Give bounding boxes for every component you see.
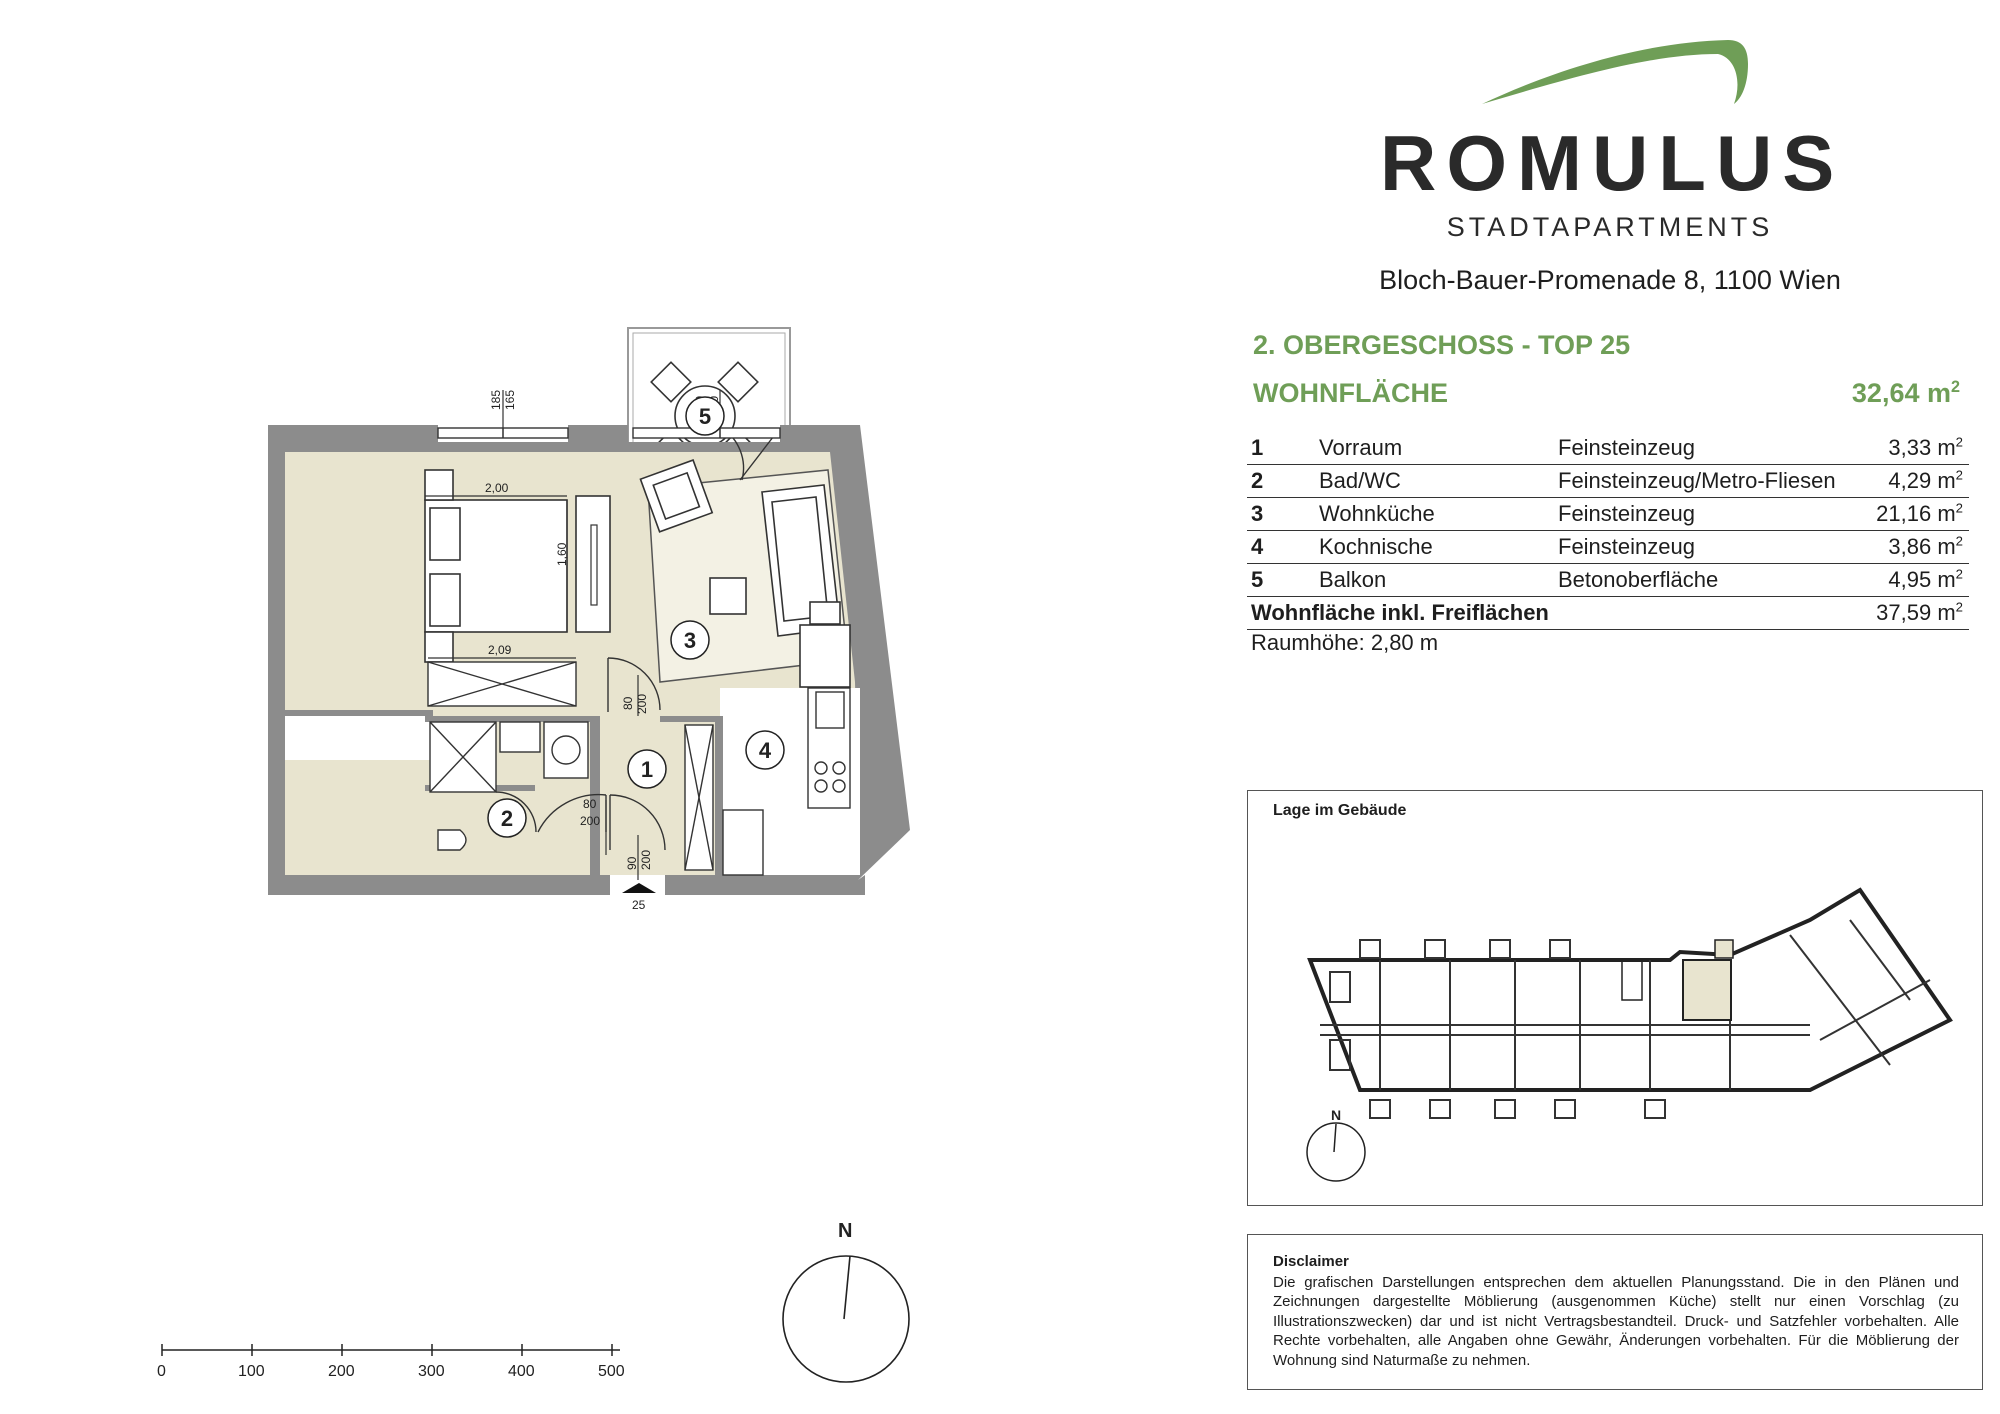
- room-name: Vorraum: [1319, 435, 1403, 460]
- room-area: 3,86 m2: [1888, 533, 1963, 559]
- room-marker-1: [627, 749, 667, 789]
- total-label: Wohnfläche inkl. Freiflächen: [1251, 600, 1549, 625]
- room-row: 3 Wohnküche Feinsteinzeug 21,16 m2: [1247, 498, 1969, 531]
- room-name: Kochnische: [1319, 534, 1433, 559]
- romulus-logo-leaf: [1482, 40, 1748, 104]
- room-flooring: Feinsteinzeug: [1558, 501, 1695, 526]
- scale-tick-0: 0: [157, 1363, 166, 1380]
- north-arrow-icon: N: [782, 1220, 910, 1383]
- bed: [424, 469, 568, 663]
- room-row: 2 Bad/WC Feinsteinzeug/Metro-Fliesen 4,2…: [1247, 465, 1969, 498]
- room-label-3: 3: [684, 628, 696, 653]
- rooms-table: 1 Vorraum Feinsteinzeug 3,33 m2 2 Bad/WC…: [1247, 432, 1969, 630]
- room-marker-2: [487, 798, 527, 838]
- room-height: Raumhöhe: 2,80 m: [1251, 630, 1439, 655]
- room-marker-5: [685, 396, 725, 436]
- room-area: 4,29 m2: [1888, 467, 1963, 493]
- room-marker-4: [745, 730, 785, 770]
- entrance-arrow-icon: [622, 883, 656, 893]
- room-area: 3,33 m2: [1888, 434, 1963, 460]
- living-area-label: WOHNFLÄCHE: [1253, 378, 1448, 408]
- north-label: N: [838, 1220, 852, 1242]
- dim-door-room3-a: 80: [621, 696, 635, 710]
- wardrobe: [427, 661, 577, 707]
- room-flooring: Betonoberfläche: [1558, 567, 1719, 592]
- scale-tick-300: 300: [418, 1363, 445, 1380]
- scale-tick-200: 200: [328, 1363, 355, 1380]
- scale-bar: 0 100 200 300 400 500: [157, 1344, 625, 1380]
- floor-plan: 2,00 1,60 2,09 185 165 210 240 80 200 80…: [268, 327, 910, 912]
- brand-name: ROMULUS: [1380, 119, 1845, 207]
- room-row: 1 Vorraum Feinsteinzeug 3,33 m2: [1247, 432, 1969, 465]
- room-number: 1: [1251, 435, 1264, 460]
- room-label-1: 1: [641, 757, 653, 782]
- location-box: [1247, 790, 1983, 1206]
- room-area: 4,95 m2: [1888, 566, 1963, 592]
- building-key-plan: N: [1306, 887, 1953, 1182]
- armchair: [639, 459, 714, 533]
- disclaimer-title: Disclaimer: [1273, 1253, 1349, 1270]
- room-label-2: 2: [501, 806, 513, 831]
- disclaimer-text: Die grafischen Darstellungen entsprechen…: [1273, 1274, 1959, 1369]
- room-name: Wohnküche: [1319, 501, 1435, 526]
- room-flooring: Feinsteinzeug/Metro-Fliesen: [1558, 468, 1836, 493]
- dim-door-bath-a: 80: [583, 797, 597, 811]
- room-number: 5: [1251, 567, 1264, 592]
- room-number: 3: [1251, 501, 1264, 526]
- entry-cabinet: [684, 724, 714, 871]
- entrance-label: 25: [632, 898, 646, 912]
- dim-bed-length: 1,60: [555, 542, 569, 566]
- total-area: 37,59 m2: [1876, 599, 1963, 625]
- room-row: 4 Kochnische Feinsteinzeug 3,86 m2: [1247, 531, 1969, 564]
- dim-door-entry-b: 200: [639, 850, 653, 870]
- dim-door-room3-b: 200: [635, 694, 649, 714]
- scale-tick-100: 100: [238, 1363, 265, 1380]
- dim-window-left-b: 165: [503, 390, 517, 410]
- brand-subtitle: STADTAPARTMENTS: [1446, 212, 1774, 242]
- room-flooring: Feinsteinzeug: [1558, 435, 1695, 460]
- north-indicator-small: [1306, 1122, 1366, 1182]
- kitchen-counter: [722, 687, 851, 876]
- unit-highlight: [1682, 959, 1732, 1021]
- dim-wardrobe-width: 2,09: [488, 643, 512, 657]
- north-label-small: N: [1331, 1107, 1341, 1123]
- sofa: [761, 484, 841, 637]
- room-row: 5 Balkon Betonoberfläche 4,95 m2: [1247, 564, 1969, 597]
- room-name: Balkon: [1319, 567, 1387, 592]
- room-number: 4: [1251, 534, 1264, 559]
- total-row: Wohnfläche inkl. Freiflächen 37,59 m2: [1247, 597, 1969, 630]
- room-name: Bad/WC: [1319, 468, 1401, 493]
- dim-window-left-a: 185: [489, 390, 503, 410]
- dim-door-bath-b: 200: [580, 814, 600, 828]
- living-area-value: 32,64 m2: [1851, 378, 1960, 408]
- room-label-4: 4: [759, 738, 772, 763]
- scale-tick-500: 500: [598, 1363, 625, 1380]
- coffee-table: [709, 577, 747, 615]
- floor-title: 2. OBERGESCHOSS - TOP 25: [1253, 330, 1631, 360]
- address: Bloch-Bauer-Promenade 8, 1100 Wien: [1379, 265, 1841, 295]
- dim-door-entry-a: 90: [625, 856, 639, 870]
- location-title: Lage im Gebäude: [1273, 802, 1407, 819]
- room-label-5: 5: [699, 404, 711, 429]
- room-area: 21,16 m2: [1876, 500, 1963, 526]
- scale-tick-400: 400: [508, 1363, 535, 1380]
- room-number: 2: [1251, 468, 1264, 493]
- room-flooring: Feinsteinzeug: [1558, 534, 1695, 559]
- dim-bed-width: 2,00: [485, 481, 509, 495]
- disclaimer-box: [1247, 1234, 1983, 1390]
- bathroom-fixtures: [429, 721, 589, 851]
- dining-table: [799, 624, 851, 688]
- room-marker-3: [670, 620, 710, 660]
